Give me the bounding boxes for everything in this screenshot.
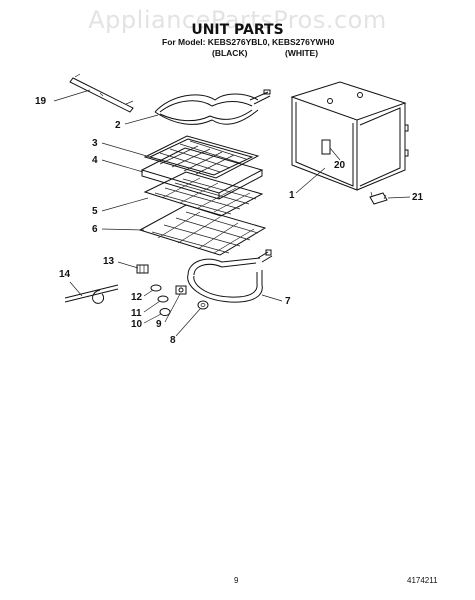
- page-number: 9: [234, 576, 239, 585]
- part-3-broiler-grid: [143, 135, 260, 179]
- variant-white: (WHITE): [285, 48, 319, 58]
- part-13-block: [136, 264, 149, 274]
- part-9-bracket: [175, 285, 187, 295]
- callout-6: 6: [92, 224, 98, 235]
- model-line: For Model: KEBS276YBL0, KEBS276YWH0: [162, 37, 335, 47]
- callout-2: 2: [115, 120, 121, 131]
- part-14-sensor: [64, 284, 119, 304]
- leader-lines: [53, 89, 411, 337]
- variant-black: (BLACK): [212, 48, 248, 58]
- callout-12: 12: [131, 292, 143, 303]
- part-6-oven-rack: [138, 204, 267, 256]
- callout-1: 1: [289, 190, 295, 201]
- part-11-clip: [157, 295, 169, 303]
- part-2-bake-element: [154, 89, 271, 125]
- callout-11: 11: [131, 308, 142, 319]
- callout-20: 20: [334, 160, 346, 171]
- part-21-clip: [369, 191, 388, 205]
- part-10-washer: [159, 308, 171, 316]
- callout-3: 3: [92, 138, 98, 149]
- part-12-insulator: [150, 284, 162, 292]
- callout-14: 14: [59, 269, 71, 280]
- callout-8: 8: [170, 335, 176, 346]
- part-8-nut: [197, 300, 209, 310]
- watermark: AppliancePartsPros.com: [88, 6, 387, 34]
- document-number: 4174211: [407, 576, 438, 585]
- callout-9: 9: [156, 319, 162, 330]
- callout-7: 7: [285, 296, 291, 307]
- part-4-broiler-pan: [140, 147, 264, 200]
- callout-13: 13: [103, 256, 115, 267]
- callout-5: 5: [92, 206, 98, 217]
- part-7-bake-element: [187, 249, 273, 303]
- page-title: UNIT PARTS: [191, 22, 284, 38]
- callout-10: 10: [131, 319, 143, 330]
- callout-21: 21: [412, 192, 424, 203]
- callout-4: 4: [92, 155, 98, 166]
- part-19-bracket: [69, 73, 134, 113]
- callout-19: 19: [35, 96, 47, 107]
- part-1-oven-cavity: [290, 81, 409, 191]
